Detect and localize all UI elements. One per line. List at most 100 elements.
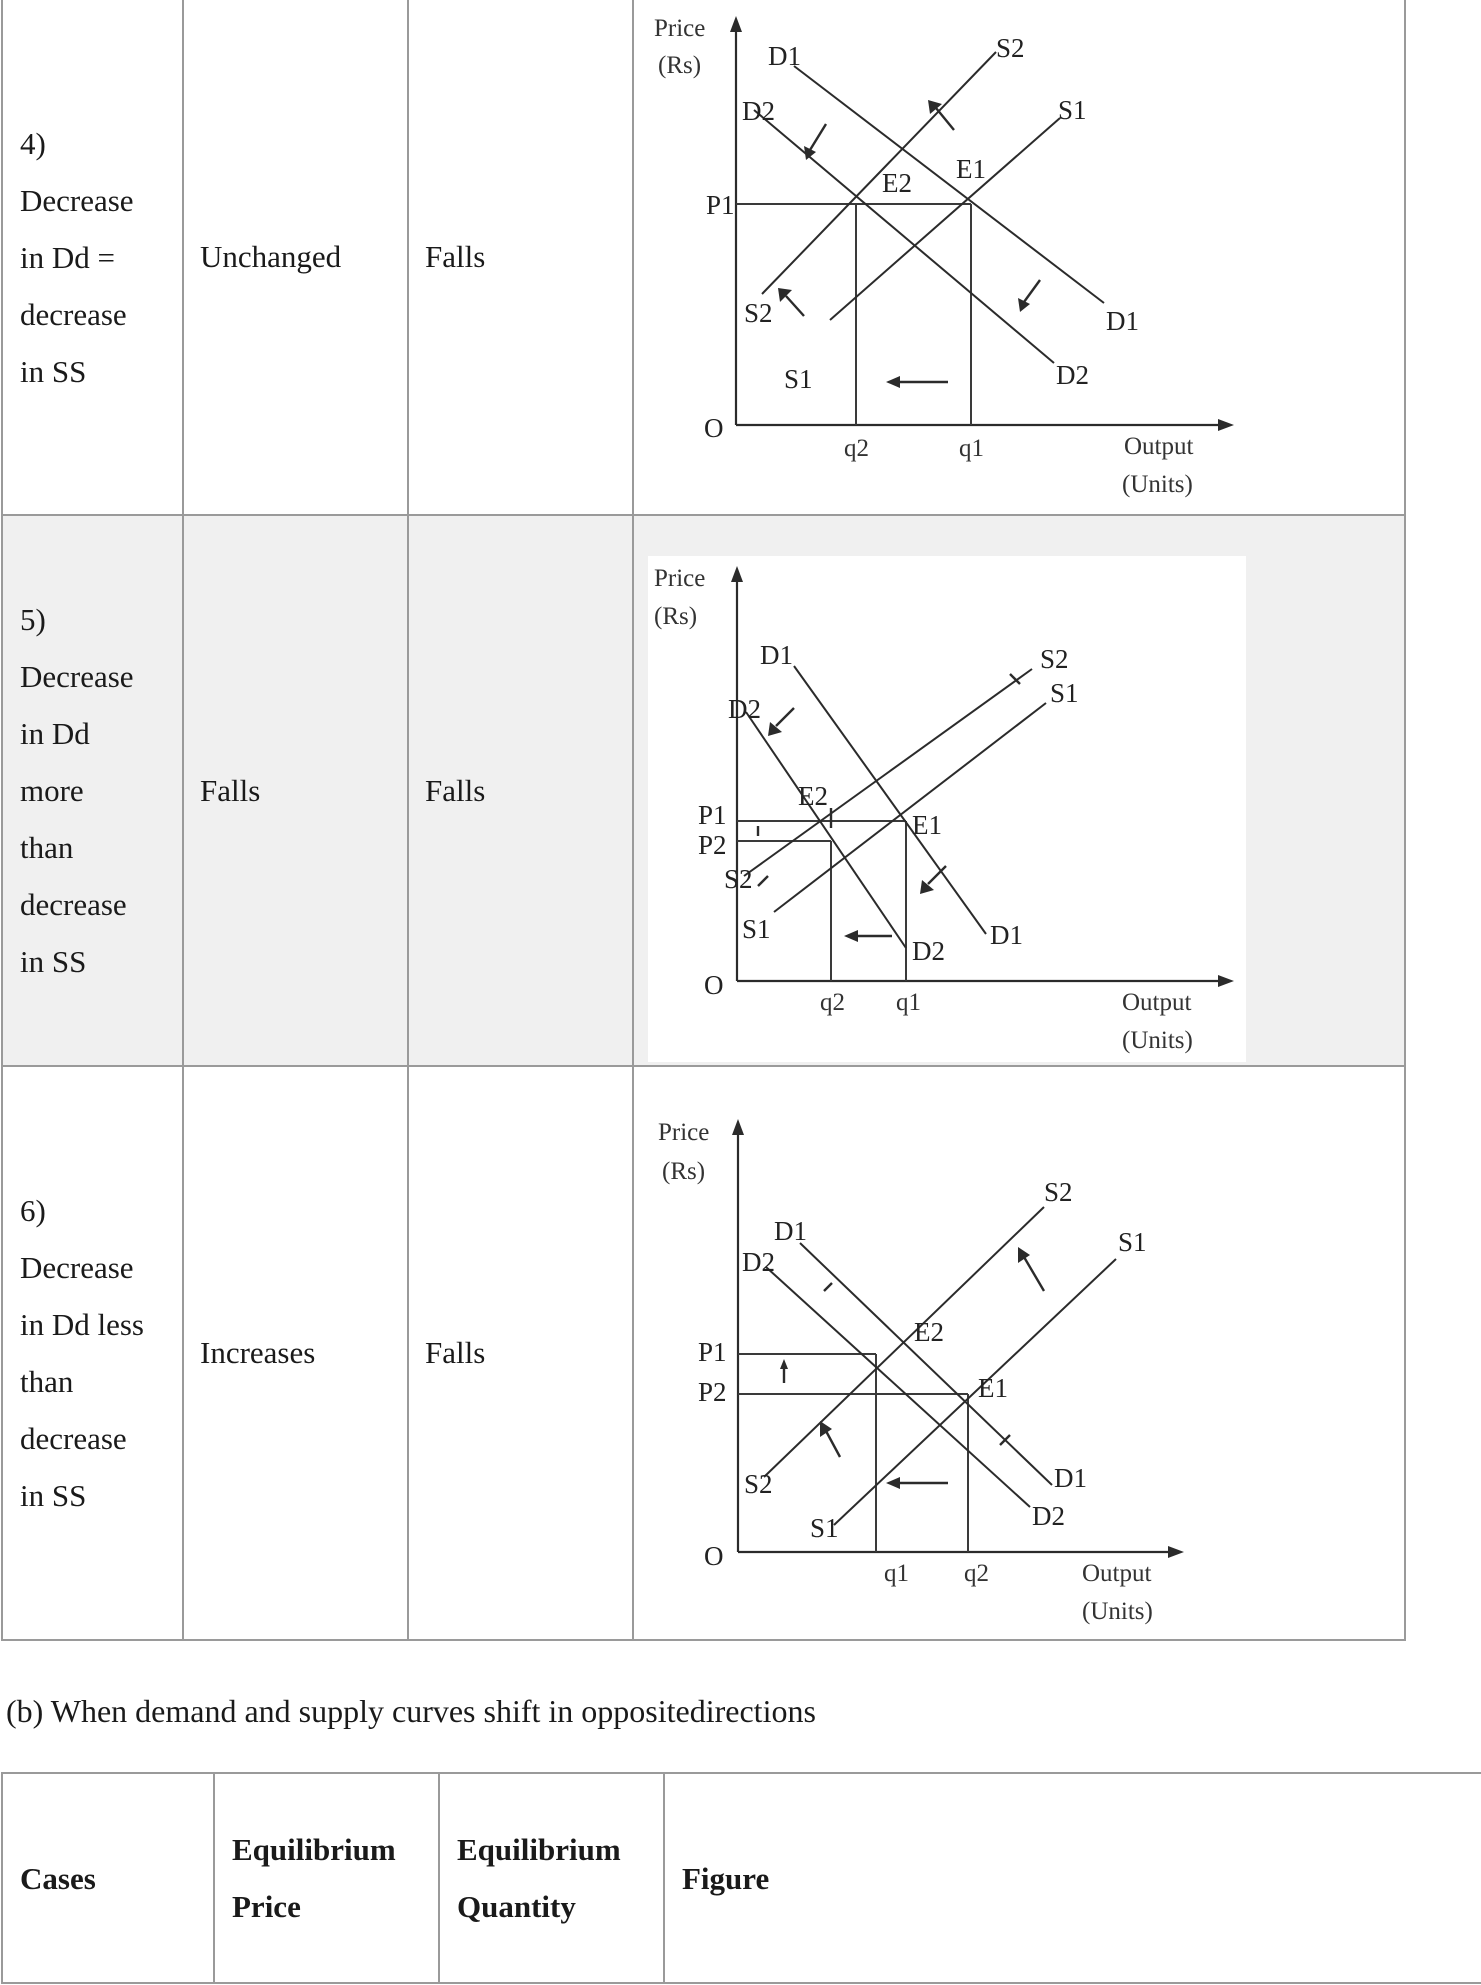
y-axis-arrowhead (731, 566, 743, 582)
d2-label-top: D2 (742, 96, 775, 126)
p2-label: P2 (698, 830, 727, 860)
figure-cell: Price (Rs) O Output (Units) D1 D2 D1 D2 … (632, 1065, 1406, 1641)
case-line: decrease (20, 296, 127, 332)
d1-label-bottom: D1 (1054, 1463, 1087, 1493)
figure-cell: Price (Rs) O Output (Units) D1 D2 D1 D2 … (632, 514, 1406, 1067)
x-axis-arrowhead (1168, 1546, 1184, 1558)
s2-label-top: S2 (1044, 1177, 1073, 1207)
demand-supply-figure-6: Price (Rs) O Output (Units) D1 D2 D1 D2 … (658, 1119, 1184, 1625)
demand-curve-d2 (753, 109, 1055, 364)
supply-curve-s2 (743, 668, 1033, 877)
shift-arrow-d-bottom (920, 865, 947, 894)
header-cases: Cases (1, 1772, 215, 1984)
d1-label-top: D1 (760, 640, 793, 670)
case-line: decrease (20, 1421, 127, 1456)
section-caption: (b) When demand and supply curves shift … (6, 1693, 816, 1729)
s1-label-bottom: S1 (810, 1513, 839, 1543)
d2-label-top: D2 (742, 1247, 775, 1277)
q1-label: q1 (959, 435, 984, 462)
s2-label-bottom: S2 (724, 864, 753, 894)
d1-label-top: D1 (768, 41, 801, 71)
table-row: 5) Decrease in Dd more than decrease in … (1, 514, 1406, 1067)
q2-label: q2 (820, 989, 845, 1016)
demand-curve-d2 (745, 711, 907, 949)
cases-table: 4) Decrease in Dd = decrease in SS Uncha… (1, 0, 1406, 1641)
figure-cell: Price (Rs) O Output (Units) D1 D2 D1 D2 … (632, 0, 1406, 516)
x-axis-label: Output (1082, 1560, 1152, 1587)
s1-label-bottom: S1 (742, 914, 771, 944)
p1-label: P1 (698, 800, 727, 830)
e1-label: E1 (912, 810, 942, 840)
s1-label-top: S1 (1050, 678, 1079, 708)
shift-arrow-s2-bottom (778, 288, 805, 317)
shift-arrow-s2-bottom (820, 1421, 842, 1458)
x-axis-arrowhead (1218, 419, 1234, 431)
y-axis-label: Price (654, 15, 705, 42)
d1-label-bottom: D1 (1106, 306, 1139, 336)
case-line: in SS (20, 353, 87, 389)
x-axis-arrowhead (1218, 975, 1234, 987)
shift-arrow-s2-bottom (757, 875, 769, 887)
price-cell: Falls (182, 514, 409, 1067)
demand-curve-d1 (793, 65, 1105, 304)
e2-label: E2 (798, 781, 828, 811)
demand-curve-d2 (765, 1266, 1031, 1508)
x-axis-unit: (Units) (1122, 471, 1193, 498)
q1-label: q1 (884, 1560, 909, 1587)
quantity-cell: Falls (407, 0, 634, 516)
quantity-fall-arrow (886, 1477, 948, 1489)
shift-arrow-d2 (804, 123, 828, 160)
x-axis-label: Output (1122, 989, 1192, 1016)
y-axis-unit: (Rs) (658, 52, 701, 79)
s1-label-top: S1 (1118, 1227, 1147, 1257)
s1-label-bottom: S1 (784, 364, 813, 394)
y-axis-arrowhead (730, 16, 742, 32)
x-axis-unit: (Units) (1082, 1598, 1153, 1625)
y-axis-unit: (Rs) (654, 603, 697, 630)
shift-arrow-d2 (768, 707, 795, 736)
quantity-fall-arrow (886, 376, 948, 388)
header-line: Price (232, 1889, 301, 1924)
d1-label-bottom: D1 (990, 920, 1023, 950)
quantity-cell: Falls (407, 1065, 634, 1641)
price-rise-arrow (780, 1359, 788, 1383)
header-equilibrium-price: Equilibrium Price (213, 1772, 440, 1984)
demand-supply-figure-4: Price (Rs) O Output (Units) D1 D2 D1 D2 … (654, 15, 1234, 498)
table-row: 6) Decrease in Dd less than decrease in … (1, 1065, 1406, 1641)
supply-curve-s1 (773, 702, 1047, 913)
d2-label-bottom: D2 (1032, 1501, 1065, 1531)
s2-label-top: S2 (1040, 644, 1069, 674)
case-line: 4) (20, 125, 46, 161)
d1-label-top: D1 (774, 1216, 807, 1246)
supply-curve-s2 (761, 51, 997, 295)
d2-label-top: D2 (728, 694, 761, 724)
shift-arrow-s2-top (1018, 1247, 1046, 1292)
case-line: in SS (20, 1478, 87, 1513)
case-line: decrease (20, 887, 127, 922)
y-axis-unit: (Rs) (662, 1158, 705, 1185)
price-cell: Increases (182, 1065, 409, 1641)
header-equilibrium-quantity: Equilibrium Quantity (438, 1772, 665, 1984)
case-cell: 6) Decrease in Dd less than decrease in … (1, 1065, 184, 1641)
table-header-row: Cases Equilibrium Price Equilibrium Quan… (1, 1772, 1481, 1984)
shift-arrow-d-bottom (1018, 279, 1041, 312)
x-axis-label: Output (1124, 433, 1194, 460)
p2-label: P2 (698, 1377, 727, 1407)
p1-label: P1 (698, 1337, 727, 1367)
e1-label: E1 (956, 154, 986, 184)
supply-curve-s2 (763, 1206, 1045, 1478)
case-line: 5) (20, 602, 46, 637)
shift-arrow-s2-top (928, 100, 955, 131)
s2-label-bottom: S2 (744, 1469, 773, 1499)
quantity-cell: Falls (407, 514, 634, 1067)
supply-curve-s1 (833, 1258, 1117, 1526)
case-line: in Dd less (20, 1307, 144, 1342)
q2-label: q2 (844, 435, 869, 462)
d2-label-bottom: D2 (1056, 360, 1089, 390)
p1-label: P1 (706, 190, 735, 220)
y-axis-arrowhead (732, 1119, 744, 1135)
s1-label-top: S1 (1058, 95, 1087, 125)
case-line: 6) (20, 1193, 46, 1228)
shift-arrow-d-top (823, 1282, 833, 1292)
y-axis-label: Price (654, 565, 705, 592)
